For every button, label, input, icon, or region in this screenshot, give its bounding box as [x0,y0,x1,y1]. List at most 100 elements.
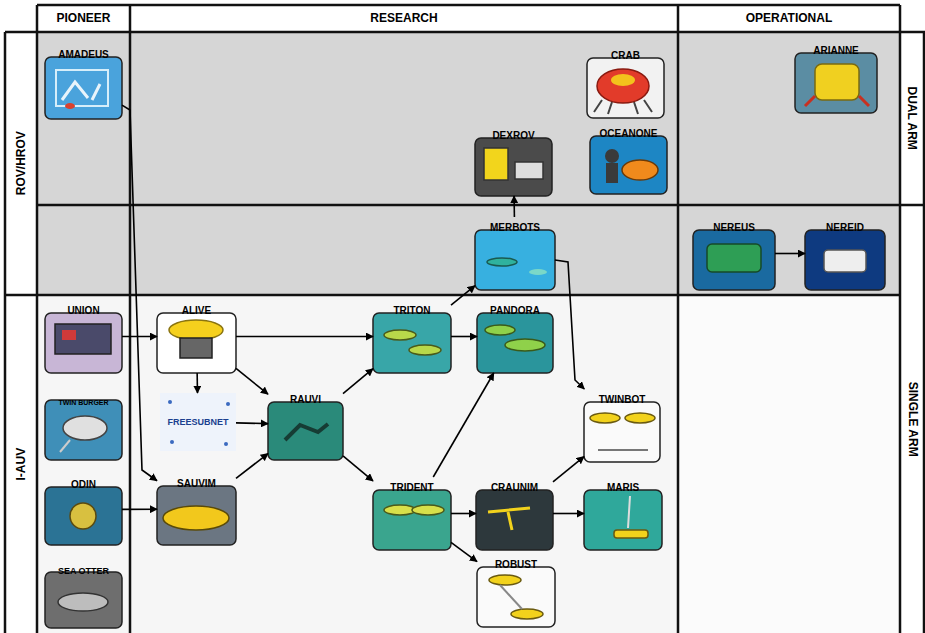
photo [584,402,660,462]
column-header: RESEARCH [130,5,678,32]
evolution-arrow [451,286,475,305]
project-name: SEA OTTER [58,566,109,577]
project-box: DEXROV [475,125,552,196]
photo-detail [815,64,859,100]
project-name: TRIDENT [390,482,433,494]
evolution-arrow [775,253,805,255]
photo-detail [625,413,655,423]
photo-detail [384,330,416,340]
photo [157,313,236,373]
row-label-text: I-AUV [14,448,28,481]
grid-line [129,5,132,633]
evolution-arrow [236,336,373,338]
project-box: OCEANONE [590,123,667,194]
photo-detail [529,269,547,275]
project-box: ODIN [45,474,122,545]
photo-detail [62,330,76,340]
project-box: MERBOTS [475,217,555,290]
grid [5,5,925,633]
photo-detail [590,413,620,423]
project-box: CRAUNIM [476,477,553,550]
project-name: OCEANONE [600,128,658,140]
row-label: ROV/HROV [5,32,37,295]
evolution-arrow [196,373,198,393]
photo-detail [606,163,618,183]
project-box: TRITON [373,300,451,373]
project-box: UNION [45,300,122,373]
photo [157,486,236,545]
row-label-text: SINGLE ARM [905,382,919,457]
evolution-arrow [122,336,157,338]
photo-detail [412,505,444,515]
photo [590,136,667,194]
project-name: UNION [67,305,99,317]
project-box: CRAB [587,45,664,118]
photo [475,138,552,196]
project-name: MARIS [607,482,639,494]
rov-band [37,32,900,295]
project-box: RAUVI [268,389,343,460]
evolution-arrow [122,508,157,510]
project-name: ARIANNE [813,45,859,57]
photo-detail [511,609,543,619]
photo [477,313,553,373]
grid-line [36,5,39,633]
project-box: NEREID [805,217,885,290]
photo [795,53,877,113]
project-name: ALIVE [182,305,211,317]
photo-detail [285,424,328,440]
evolution-arrow [236,368,268,394]
photo-detail [622,160,658,180]
project-name: AMADEUS [58,49,109,61]
project-name: TWIN BURGER [58,399,108,407]
project-box: SEA OTTER [45,560,122,628]
grid-line [5,31,925,34]
project-name: DEXROV [492,130,534,142]
project-box: PANDORA [477,300,553,373]
project-name: ODIN [71,479,96,491]
photo [45,487,122,545]
column-header-text: PIONEER [56,11,110,25]
column-header-text: OPERATIONAL [746,11,832,25]
project-box: ROBUST [477,554,555,627]
photo-detail [226,402,230,406]
grid-line [677,5,680,633]
photo-detail [707,244,761,272]
photo-detail [409,345,441,355]
evolution-arrow [433,373,494,477]
column-header-text: RESEARCH [370,11,437,25]
project-name: CRAB [611,50,640,62]
photo [45,57,122,119]
photo [693,230,775,290]
project-box: MARIS [584,477,662,550]
photo-detail [824,250,866,272]
evolution-arrow [553,457,584,482]
photo-detail [628,496,630,528]
photo-detail [63,416,107,440]
photo [476,490,553,550]
column-header: PIONEER [37,5,130,32]
row-label: I-AUV [5,295,37,633]
photo-detail [598,449,648,451]
grid-line [923,32,925,633]
grid-line [37,204,925,207]
column-header: OPERATIONAL [678,5,900,32]
project-box: ALIVE [157,300,236,373]
photo-detail [163,506,229,530]
photo-detail [384,505,416,515]
photo-detail [60,440,70,452]
project-name: CRAUNIM [491,482,538,494]
photo-detail [487,258,517,266]
evolution-arrow [236,454,268,479]
project-name: PANDORA [490,305,540,317]
project-name: NEREID [826,222,864,234]
project-box: ARIANNE [795,40,877,113]
project-box: NEREUS [693,217,775,290]
project-name: FREESUBNET [167,417,228,428]
photo-detail [505,339,545,351]
evolution-arrow [122,105,157,481]
photo [268,402,343,460]
